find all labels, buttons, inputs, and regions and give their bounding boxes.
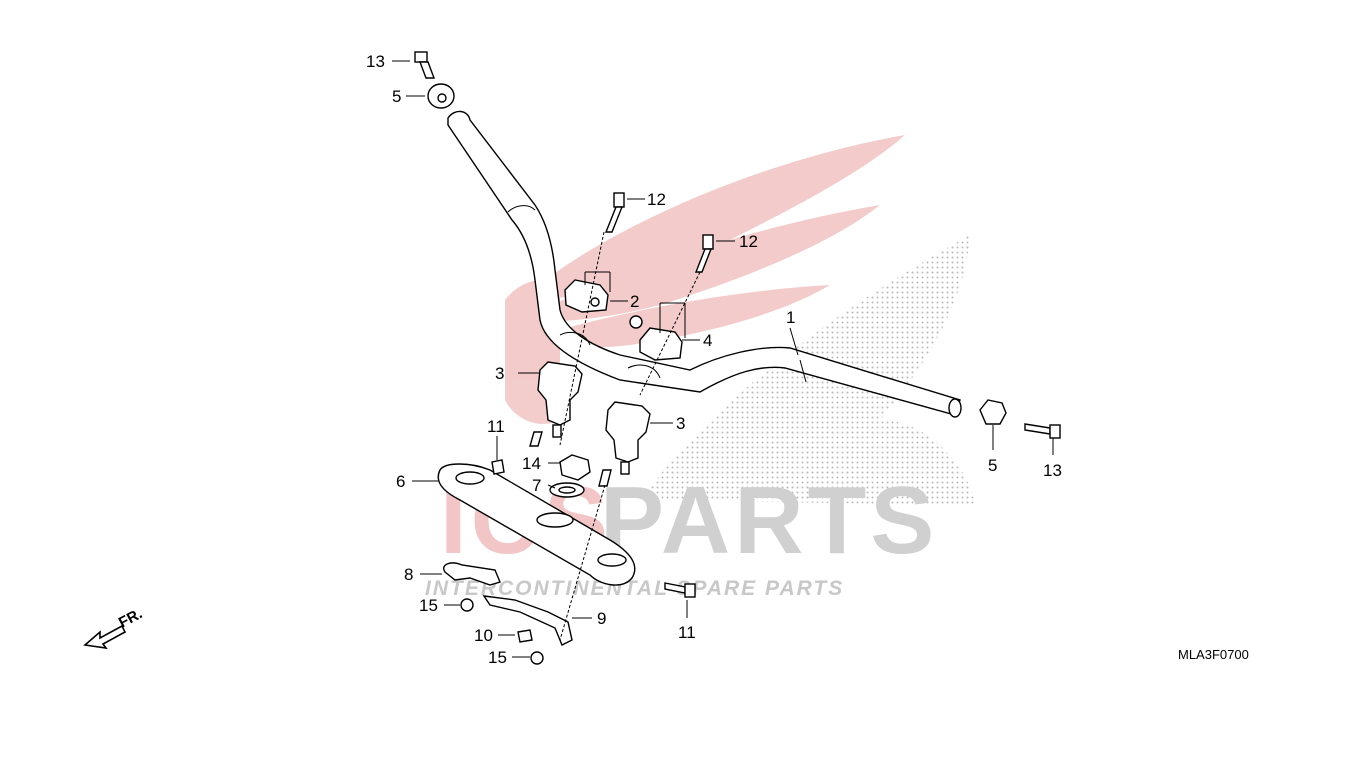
nut-15-top [460,598,474,612]
front-direction-indicator: FR. [83,605,145,650]
callout-11-top: 11 [487,417,505,436]
callout-8: 8 [404,565,413,584]
callout-12-right: 12 [739,232,758,251]
nut-14 [559,454,591,481]
leader-lines [392,60,1054,658]
upper-holder-left [564,279,609,313]
grommet-10 [517,629,533,643]
callout-1: 1 [786,308,795,327]
washer-7 [549,482,585,498]
callout-14: 14 [522,454,541,473]
bracket-9 [482,595,573,646]
bolt-11-bottom [664,582,696,598]
nut-15-bottom [530,651,544,665]
callout-15-bottom: 15 [488,648,507,667]
callout-13-left: 13 [366,52,385,71]
handlebar [447,110,962,418]
top-bridge [437,463,636,586]
callout-2: 2 [630,292,639,311]
lower-holder-left [529,361,583,447]
end-weight-left [427,83,455,109]
screw-13-right [1024,423,1061,439]
callout-4: 4 [703,331,712,350]
bolt-11-top [491,459,505,475]
callout-5-left: 5 [392,87,401,106]
callout-9: 9 [597,609,606,628]
bolt-12-right [694,234,714,273]
watermark-brand: PARTS [600,467,938,574]
callout-7: 7 [532,476,541,495]
callout-11-bottom: 11 [678,623,696,642]
diagram-code: MLA3F0700 [1178,647,1249,662]
lower-holder-right [598,401,651,487]
callout-3-right: 3 [676,414,685,433]
wire-clamp-8 [443,562,501,586]
callout-10: 10 [474,626,493,645]
callout-12-left: 12 [647,190,666,209]
front-arrow-icon [83,624,127,650]
upper-holder-right [629,315,683,361]
callouts: 13 5 12 12 2 4 1 3 3 11 14 7 6 5 13 8 15… [366,52,1062,667]
screw-13-left [414,51,436,79]
callout-5-right: 5 [988,456,997,475]
callout-6: 6 [396,472,405,491]
bolt-12-left [604,192,625,233]
callout-3-left: 3 [495,364,504,383]
callout-13-right: 13 [1043,461,1062,480]
end-weight-right [979,399,1007,425]
callout-15-top: 15 [419,596,438,615]
watermark-tagline: INTERCONTINENTAL SPARE PARTS [425,577,844,600]
